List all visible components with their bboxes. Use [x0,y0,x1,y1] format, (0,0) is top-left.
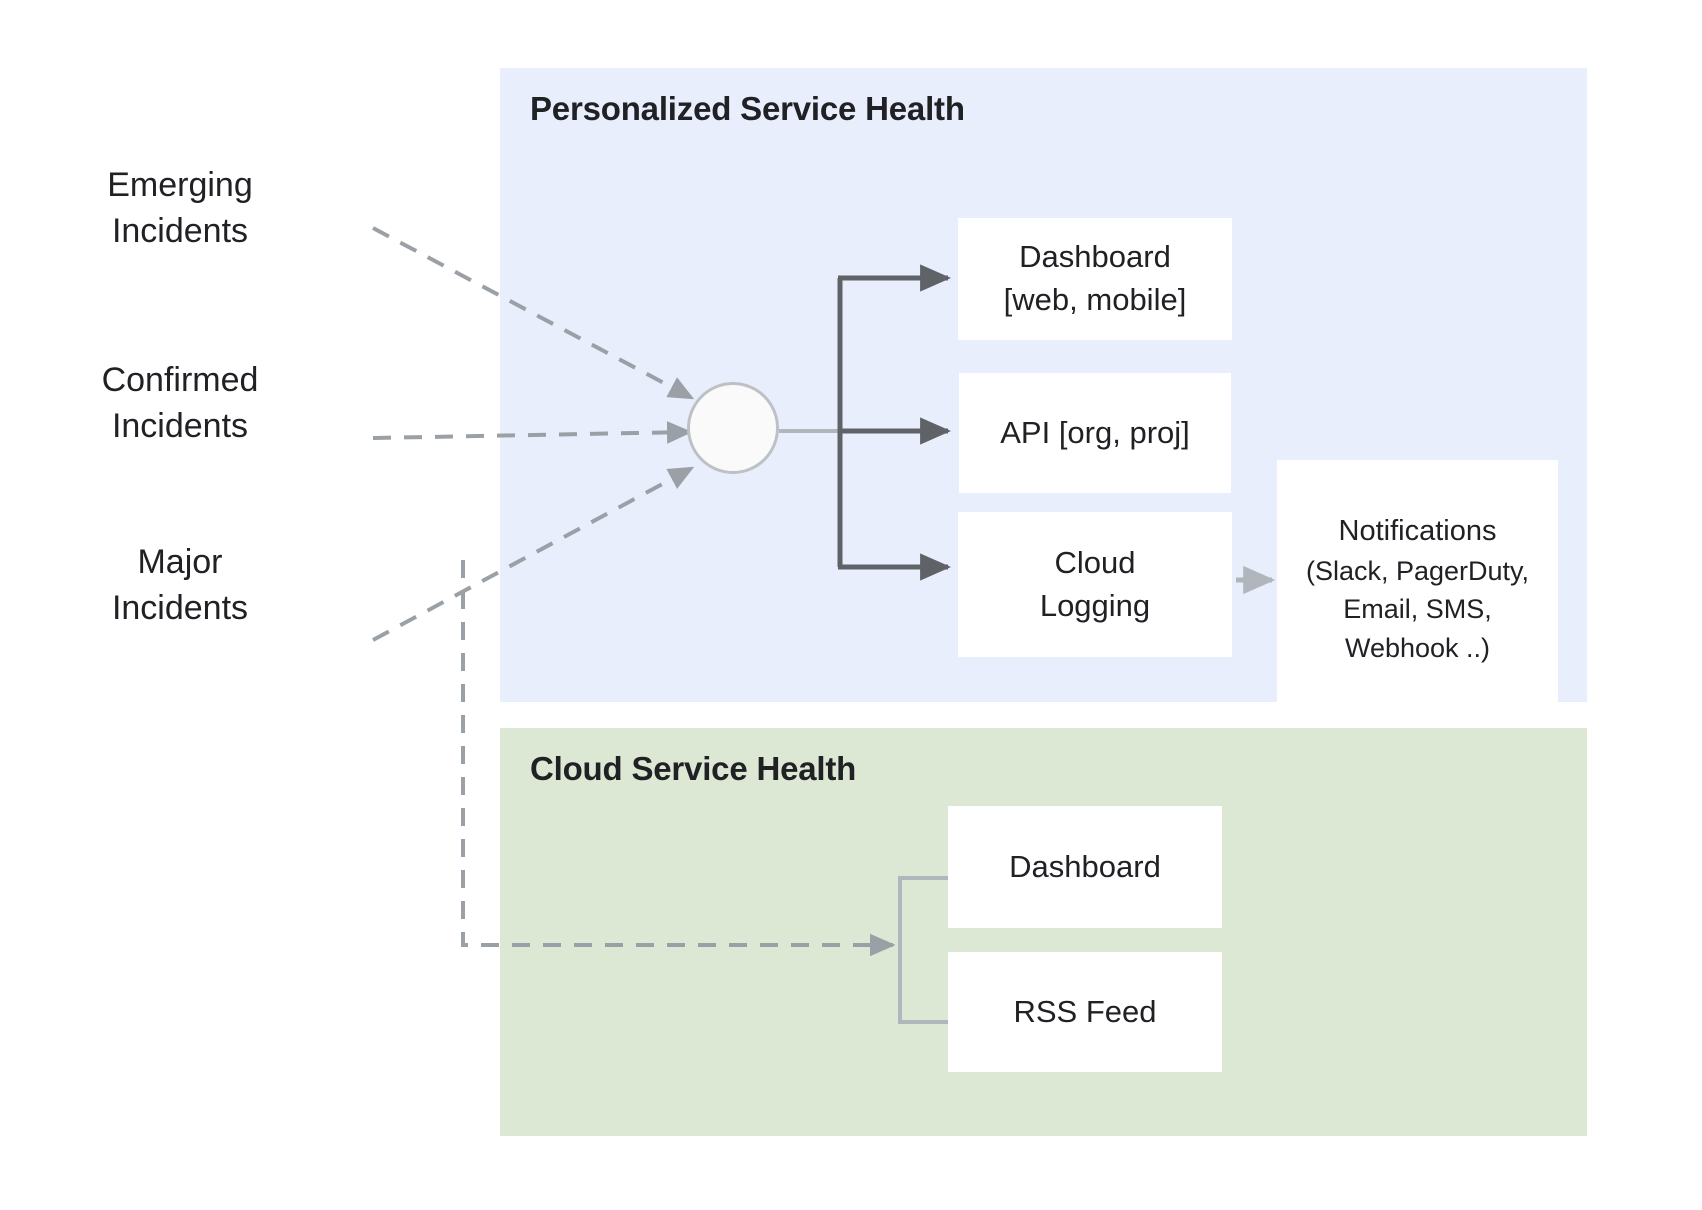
node-notifications-line2: (Slack, PagerDuty, [1305,556,1530,587]
node-rss-feed[interactable]: RSS Feed [948,952,1222,1072]
source-label-emerging-line1: Emerging [107,166,253,204]
node-api-org-proj[interactable]: API [org, proj] [959,373,1231,493]
node-api-line1: API [org, proj] [1000,414,1190,450]
node-notifications-title: Notifications [1338,514,1497,547]
node-cloud-logging-line1: Cloud [1054,544,1136,580]
node-cloud-logging-line2: Logging [1039,587,1151,623]
node-notifications-line4: Webhook ..) [1344,632,1491,663]
source-label-emerging-incidents: Emerging Incidents [30,163,330,255]
node-dashboard-web-line2: [web, mobile] [1003,282,1187,317]
node-cloud-service-health-dashboard[interactable]: Dashboard [948,806,1222,928]
routing-hub-circle [687,382,779,474]
source-label-emerging-line2: Incidents [111,211,249,250]
source-label-major-line2: Incidents [111,588,249,627]
panel-title-personalized-service-health: Personalized Service Health [530,90,965,127]
node-notifications-line3: Email, SMS, [1343,594,1492,625]
panel-cloud-service-health [500,728,1587,1136]
node-cloud-logging[interactable]: Cloud Logging [958,512,1232,657]
source-label-confirmed-line1: Confirmed [101,361,259,399]
source-label-confirmed-incidents: Confirmed Incidents [30,358,330,450]
node-rss-line1: RSS Feed [1013,993,1157,1029]
node-csh-dashboard-line1: Dashboard [1009,848,1161,884]
panel-title-cloud-service-health: Cloud Service Health [530,750,857,787]
source-label-major-line1: Major [137,543,223,581]
node-notifications[interactable]: Notifications (Slack, PagerDuty, Email, … [1277,460,1558,718]
node-dashboard-web-line1: Dashboard [1019,239,1171,275]
node-dashboard-web-mobile[interactable]: Dashboard [web, mobile] [958,218,1232,340]
source-label-confirmed-line2: Incidents [111,406,249,445]
source-label-major-incidents: Major Incidents [30,540,330,632]
